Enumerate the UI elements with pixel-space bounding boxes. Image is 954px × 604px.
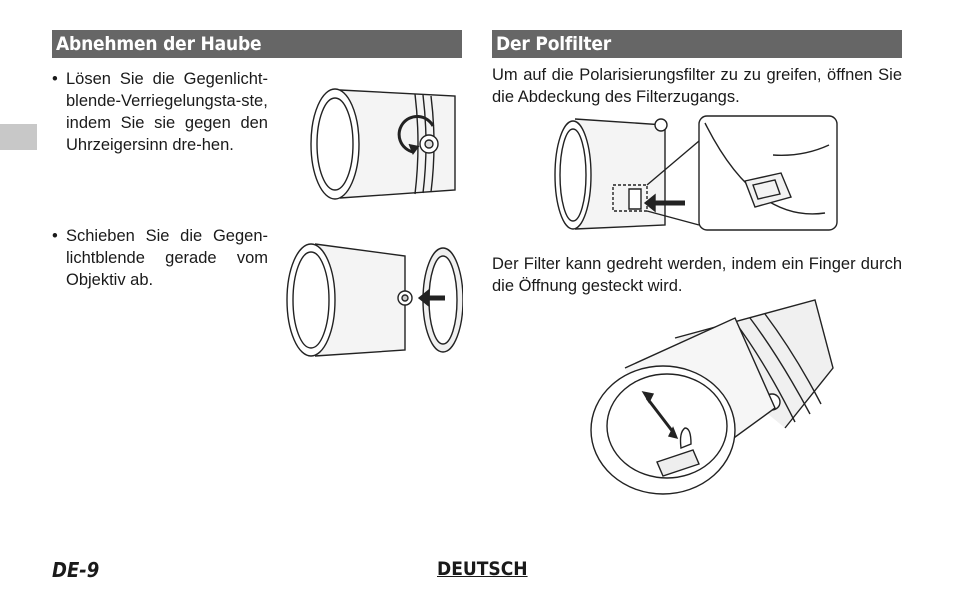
polarizer-paragraph-1: Um auf die Polarisierungsfilter zu zu gr…	[492, 66, 902, 106]
filter-access-illustration	[554, 115, 838, 231]
language-label: DEUTSCH	[437, 558, 528, 580]
filter-rotate-illustration	[590, 299, 834, 495]
step-2-text: Schieben Sie die Gegen-lichtblende gerad…	[66, 227, 268, 289]
side-tab-marker	[0, 124, 37, 150]
page-number: DE-9	[52, 558, 100, 582]
polarizer-paragraph-2: Der Filter kann gedreht werden, indem ei…	[492, 255, 902, 295]
section-title-polarizer: Der Polfilter	[492, 30, 902, 58]
hood-lock-illustration	[310, 88, 456, 200]
section-title-remove-hood: Abnehmen der Haube	[52, 30, 462, 58]
hood-removal-illustration	[286, 243, 463, 357]
step-1-text: Lösen Sie die Gegenlicht-blende-Verriege…	[66, 70, 268, 154]
bullet-2: •	[52, 227, 58, 245]
bullet-1: •	[52, 70, 58, 88]
